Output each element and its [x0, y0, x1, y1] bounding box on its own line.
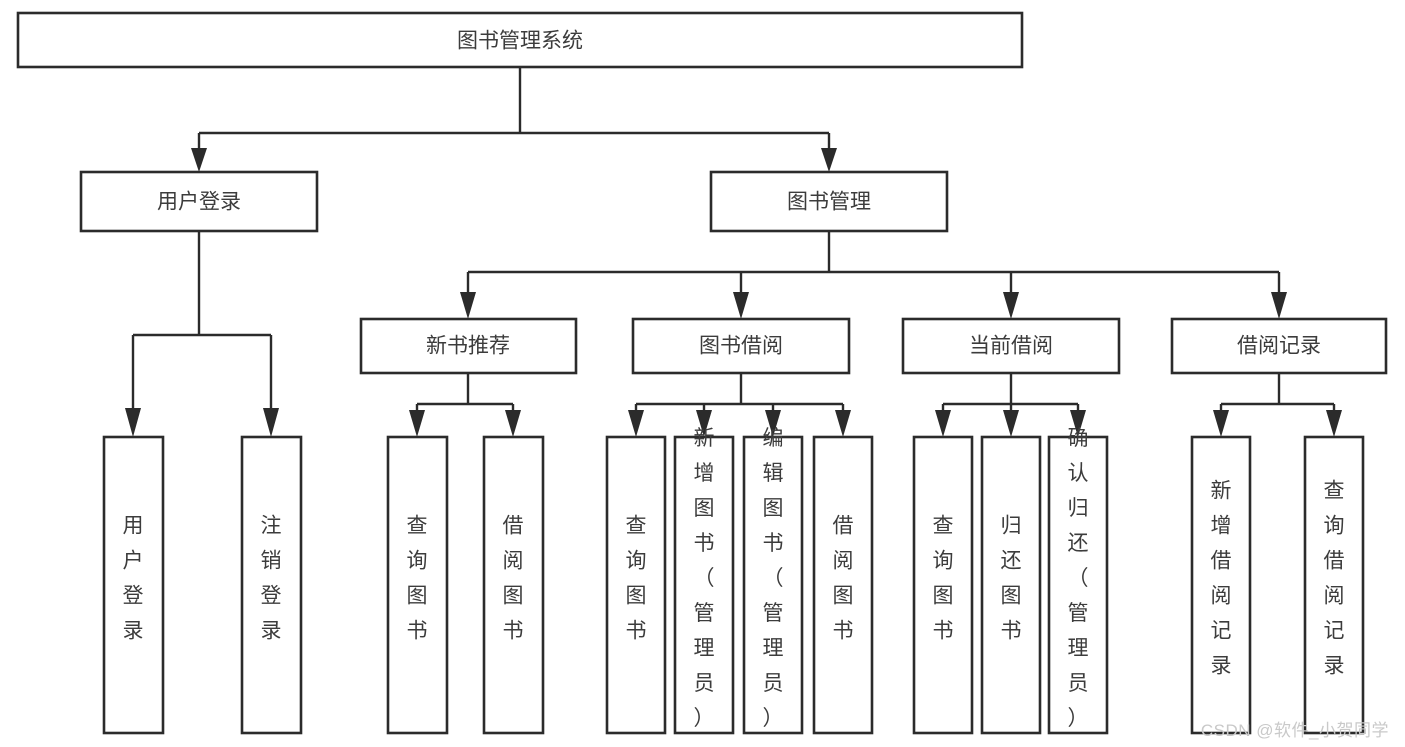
node-leaf-add-book-box[interactable]	[673, 435, 735, 735]
node-leaf-query-book-2-label: 查询图书	[626, 515, 647, 643]
arrow-head-book-borrow	[733, 292, 749, 319]
node-new-book-recommend-box[interactable]	[359, 317, 578, 375]
node-leaf-return-book-label: 归还图书	[1001, 515, 1022, 643]
node-leaf-query-book-3[interactable]: 查询图书	[912, 435, 974, 735]
node-root-label: 图书管理系统	[457, 30, 583, 53]
node-book-borrow[interactable]: 图书借阅	[631, 317, 851, 375]
node-leaf-return-book-box[interactable]	[980, 435, 1042, 735]
arrow-head-leaf-logout	[263, 408, 279, 437]
node-leaf-edit-book-box[interactable]	[742, 435, 804, 735]
node-book-borrow-label: 图书借阅	[699, 335, 783, 358]
node-leaf-user-login[interactable]: 用户登录	[102, 435, 165, 735]
arrow-head-new-book-recommend	[460, 292, 476, 319]
node-new-book-recommend-label: 新书推荐	[426, 335, 510, 358]
node-leaf-query-record[interactable]: 查询借阅记录	[1303, 435, 1365, 735]
node-leaf-confirm-return-box[interactable]	[1047, 435, 1109, 735]
node-leaf-add-book-label: 新增图书（管理员）	[694, 427, 715, 730]
node-leaf-user-login-box[interactable]	[102, 435, 165, 735]
node-leaf-logout-label: 注销登录	[261, 515, 282, 643]
arrow-head-leaf-user-login	[125, 408, 141, 437]
arrow-head-leaf-query-book-1	[409, 410, 425, 437]
node-root[interactable]: 图书管理系统	[16, 11, 1024, 69]
node-borrow-record-box[interactable]	[1170, 317, 1388, 375]
arrow-head-book-manage	[821, 148, 837, 172]
arrow-head-user-login	[191, 148, 207, 172]
arrow-head-leaf-add-book	[696, 410, 712, 437]
node-leaf-query-book-2[interactable]: 查询图书	[605, 435, 667, 735]
node-leaf-logout-box[interactable]	[240, 435, 303, 735]
arrow-head-leaf-borrow-book-1	[505, 410, 521, 437]
node-leaf-add-record-label: 新增借阅记录	[1211, 480, 1232, 678]
node-leaf-borrow-book-2-label: 借阅图书	[833, 515, 854, 643]
node-leaf-confirm-return-label: 确认归还（管理员）	[1068, 427, 1089, 730]
node-current-borrow[interactable]: 当前借阅	[901, 317, 1121, 375]
node-current-borrow-label: 当前借阅	[969, 335, 1053, 358]
arrow-head-borrow-record	[1271, 292, 1287, 319]
node-leaf-add-book[interactable]: 新增图书（管理员）	[673, 427, 735, 735]
node-borrow-record[interactable]: 借阅记录	[1170, 317, 1388, 375]
node-book-manage[interactable]: 图书管理	[709, 170, 949, 233]
node-leaf-borrow-book-1-label: 借阅图书	[503, 515, 524, 643]
node-leaf-logout[interactable]: 注销登录	[240, 435, 303, 735]
node-leaf-query-book-3-box[interactable]	[912, 435, 974, 735]
node-user-login-label: 用户登录	[157, 191, 241, 214]
node-leaf-query-book-1-box[interactable]	[386, 435, 449, 735]
connectors-group	[125, 67, 1342, 437]
node-leaf-add-record[interactable]: 新增借阅记录	[1190, 435, 1252, 735]
arrow-head-leaf-query-book-3	[935, 410, 951, 437]
arrow-head-leaf-query-book-2	[628, 410, 644, 437]
node-leaf-confirm-return[interactable]: 确认归还（管理员）	[1047, 427, 1109, 735]
node-borrow-record-label: 借阅记录	[1237, 335, 1321, 358]
arrow-head-leaf-confirm-return	[1070, 410, 1086, 437]
node-leaf-user-login-label: 用户登录	[123, 515, 144, 643]
watermark: CSDN @软件_小贺同学	[1200, 721, 1389, 740]
node-leaf-query-record-box[interactable]	[1303, 435, 1365, 735]
node-leaf-edit-book-label: 编辑图书（管理员）	[763, 427, 784, 730]
arrow-head-leaf-borrow-book-2	[835, 410, 851, 437]
arrow-head-current-borrow	[1003, 292, 1019, 319]
node-book-manage-box[interactable]	[709, 170, 949, 233]
node-new-book-recommend[interactable]: 新书推荐	[359, 317, 578, 375]
node-book-borrow-box[interactable]	[631, 317, 851, 375]
arrow-head-leaf-return-book	[1003, 410, 1019, 437]
node-leaf-borrow-book-1-box[interactable]	[482, 435, 545, 735]
node-root-box[interactable]	[16, 11, 1024, 69]
node-leaf-borrow-book-1[interactable]: 借阅图书	[482, 435, 545, 735]
node-leaf-return-book[interactable]: 归还图书	[980, 435, 1042, 735]
node-book-manage-label: 图书管理	[787, 191, 871, 214]
node-leaf-query-book-3-label: 查询图书	[933, 515, 954, 643]
node-current-borrow-box[interactable]	[901, 317, 1121, 375]
node-leaf-borrow-book-2[interactable]: 借阅图书	[812, 435, 874, 735]
node-leaf-query-book-1[interactable]: 查询图书	[386, 435, 449, 735]
node-leaf-add-record-box[interactable]	[1190, 435, 1252, 735]
node-user-login[interactable]: 用户登录	[79, 170, 319, 233]
node-leaf-edit-book[interactable]: 编辑图书（管理员）	[742, 427, 804, 735]
node-leaf-query-record-label: 查询借阅记录	[1324, 480, 1345, 678]
node-leaf-query-book-2-box[interactable]	[605, 435, 667, 735]
arrow-head-leaf-add-record	[1213, 410, 1229, 437]
node-user-login-box[interactable]	[79, 170, 319, 233]
arrow-head-leaf-edit-book	[765, 410, 781, 437]
node-leaf-borrow-book-2-box[interactable]	[812, 435, 874, 735]
arrow-head-leaf-query-record	[1326, 410, 1342, 437]
node-leaf-query-book-1-label: 查询图书	[407, 515, 428, 643]
